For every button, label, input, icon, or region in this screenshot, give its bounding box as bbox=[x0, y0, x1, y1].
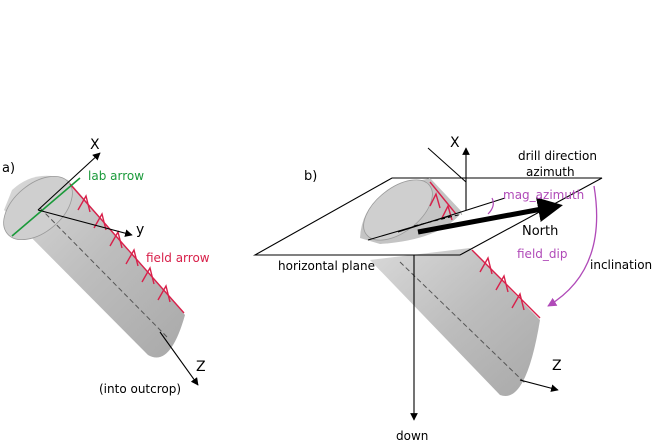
horizontal-plane bbox=[252, 177, 603, 256]
panel-a-lab-arrow-label: lab arrow bbox=[88, 169, 144, 183]
azimuth-label: azimuth bbox=[526, 165, 575, 179]
mag-azimuth-label: mag_azimuth bbox=[503, 188, 584, 202]
north-arrow bbox=[417, 197, 563, 235]
panel-b-core-cylinder-lower bbox=[370, 248, 540, 397]
panel-b-z-main bbox=[522, 382, 560, 392]
panel-b-x-axis-diag bbox=[427, 147, 467, 183]
field-dip-label: field_dip bbox=[517, 247, 567, 261]
panel-b-z-label: Z bbox=[552, 358, 562, 374]
horizontal-plane-label: horizontal plane bbox=[278, 259, 375, 273]
panel-b-x-label: X bbox=[450, 135, 460, 151]
panel-a-z-label: Z bbox=[196, 359, 206, 375]
panel-a-label: a) bbox=[2, 161, 15, 176]
panel-b-drill-direction-dash bbox=[413, 213, 463, 227]
panel-b-z-vector bbox=[519, 379, 559, 392]
field-dip-arc bbox=[547, 185, 598, 307]
panel-a-z-axis bbox=[159, 331, 199, 386]
panel-a: a) lab arrow X y field arrow Z (in bbox=[2, 137, 210, 396]
panel-a-lab-arrow bbox=[11, 177, 81, 237]
down-label: down bbox=[396, 429, 428, 443]
panel-b: b) horizontal plane North X bbox=[252, 135, 652, 443]
panel-a-core-axis bbox=[39, 207, 169, 339]
panel-a-x-axis bbox=[37, 152, 101, 211]
panel-a-field-marks bbox=[69, 183, 185, 314]
panel-a-y-axis bbox=[37, 209, 133, 237]
panel-a-y-label: y bbox=[136, 222, 144, 238]
mag-azimuth-arc bbox=[487, 197, 494, 215]
panel-b-core-axis-lower bbox=[399, 261, 526, 384]
panel-b-field-marks-lower bbox=[471, 249, 541, 319]
panel-a-field-arrow-label: field arrow bbox=[146, 251, 210, 265]
panel-b-drill-direction-line bbox=[397, 197, 506, 233]
drill-direction-label: drill direction bbox=[518, 149, 597, 163]
panel-b-label: b) bbox=[304, 169, 317, 184]
north-label: North bbox=[522, 224, 558, 239]
inclination-label: inclination bbox=[590, 258, 652, 272]
panel-a-x-label: X bbox=[90, 137, 100, 153]
panel-a-note: (into outcrop) bbox=[99, 382, 181, 396]
